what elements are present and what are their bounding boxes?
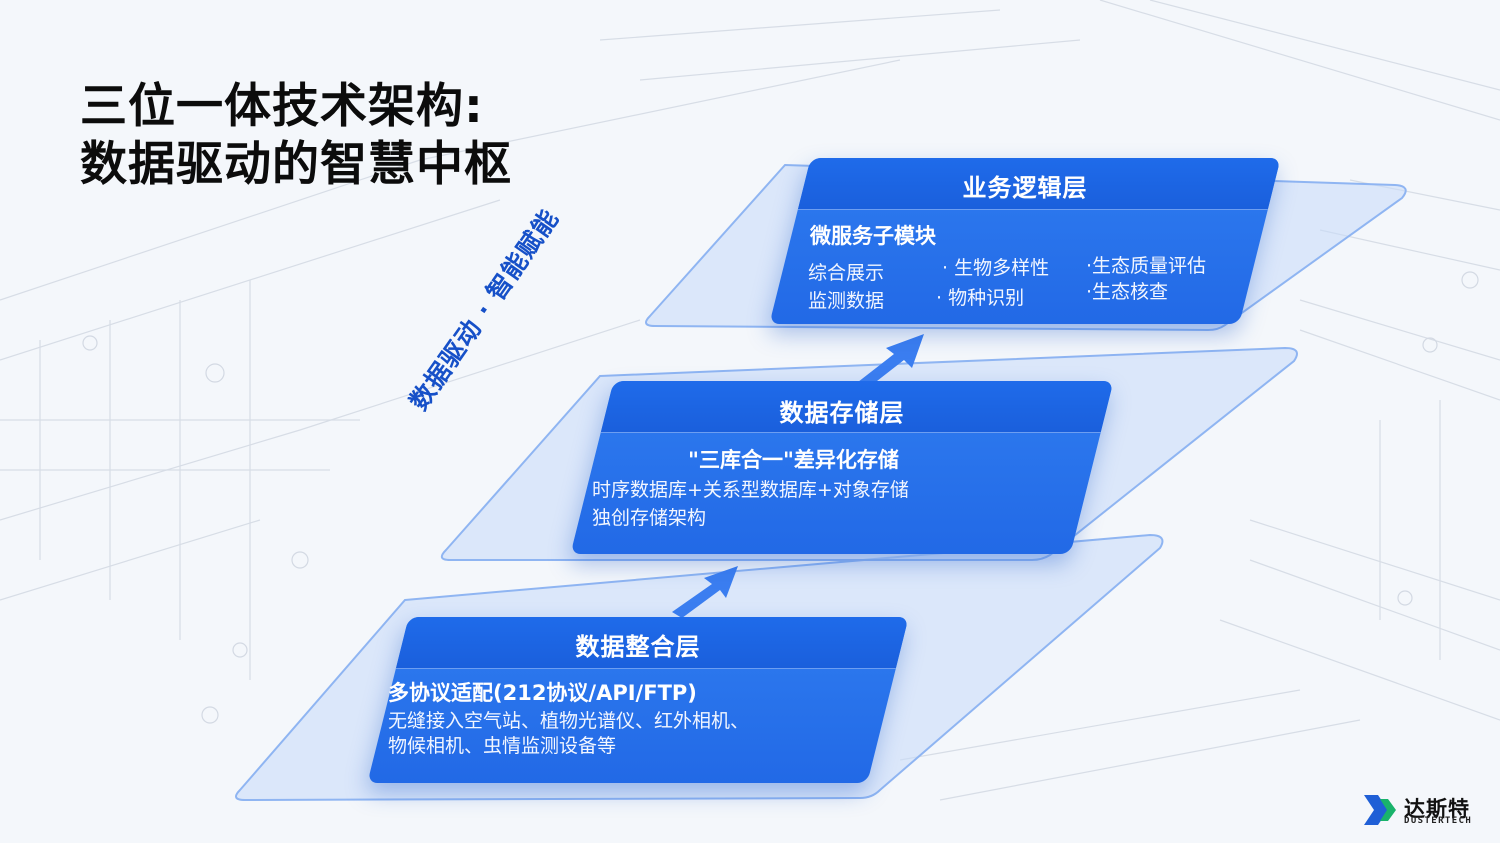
- business-col2-line1: · 生物多样性: [942, 257, 1050, 279]
- logo-english: DUSTERTECH: [1404, 816, 1473, 826]
- integration-layer-card: 数据整合层 多协议适配(212协议/API/FTP) 无缝接入空气站、植物光谱仪…: [367, 617, 909, 783]
- business-col1-line1: 综合展示: [808, 262, 885, 284]
- page-title: 三位一体技术架构: 数据驱动的智慧中枢: [80, 78, 512, 194]
- arrow-integration-to-storage: [672, 566, 738, 618]
- business-col2-line2: · 物种识别: [936, 287, 1025, 309]
- integration-line-2: 物候相机、虫情监测设备等: [388, 735, 617, 757]
- business-col3-line1: ·生态质量评估: [1086, 255, 1207, 277]
- storage-layer-title: 数据存储层: [779, 399, 905, 427]
- integration-layer-title: 数据整合层: [575, 633, 701, 661]
- storage-layer-subtitle: "三库合一"差异化存储: [688, 448, 899, 472]
- business-layer-card: 业务逻辑层 微服务子模块 综合展示 监测数据 · 生物多样性 · 物种识别 ·生…: [769, 158, 1281, 324]
- logo-name: 达斯特: [1404, 797, 1470, 821]
- business-layer-subtitle: 微服务子模块: [810, 224, 936, 248]
- company-logo: 达斯特 DUSTERTECH: [1364, 793, 1494, 829]
- storage-line-2: 独创存储架构: [592, 507, 707, 529]
- integration-line-1: 无缝接入空气站、植物光谱仪、红外相机、: [388, 710, 750, 732]
- business-col3-line2: ·生态核查: [1086, 281, 1169, 303]
- business-col1-line2: 监测数据: [808, 290, 885, 312]
- title-line-1: 三位一体技术架构:: [80, 79, 484, 134]
- integration-layer-subtitle: 多协议适配(212协议/API/FTP): [388, 681, 697, 705]
- business-layer-title: 业务逻辑层: [962, 174, 1088, 202]
- storage-layer-card: 数据存储层 "三库合一"差异化存储 时序数据库+关系型数据库+对象存储 独创存储…: [570, 381, 1114, 554]
- dustertech-logo-icon: [1364, 795, 1396, 825]
- arrow-storage-to-business: [858, 334, 924, 388]
- storage-line-1: 时序数据库+关系型数据库+对象存储: [592, 479, 909, 501]
- title-line-2: 数据驱动的智慧中枢: [80, 137, 512, 192]
